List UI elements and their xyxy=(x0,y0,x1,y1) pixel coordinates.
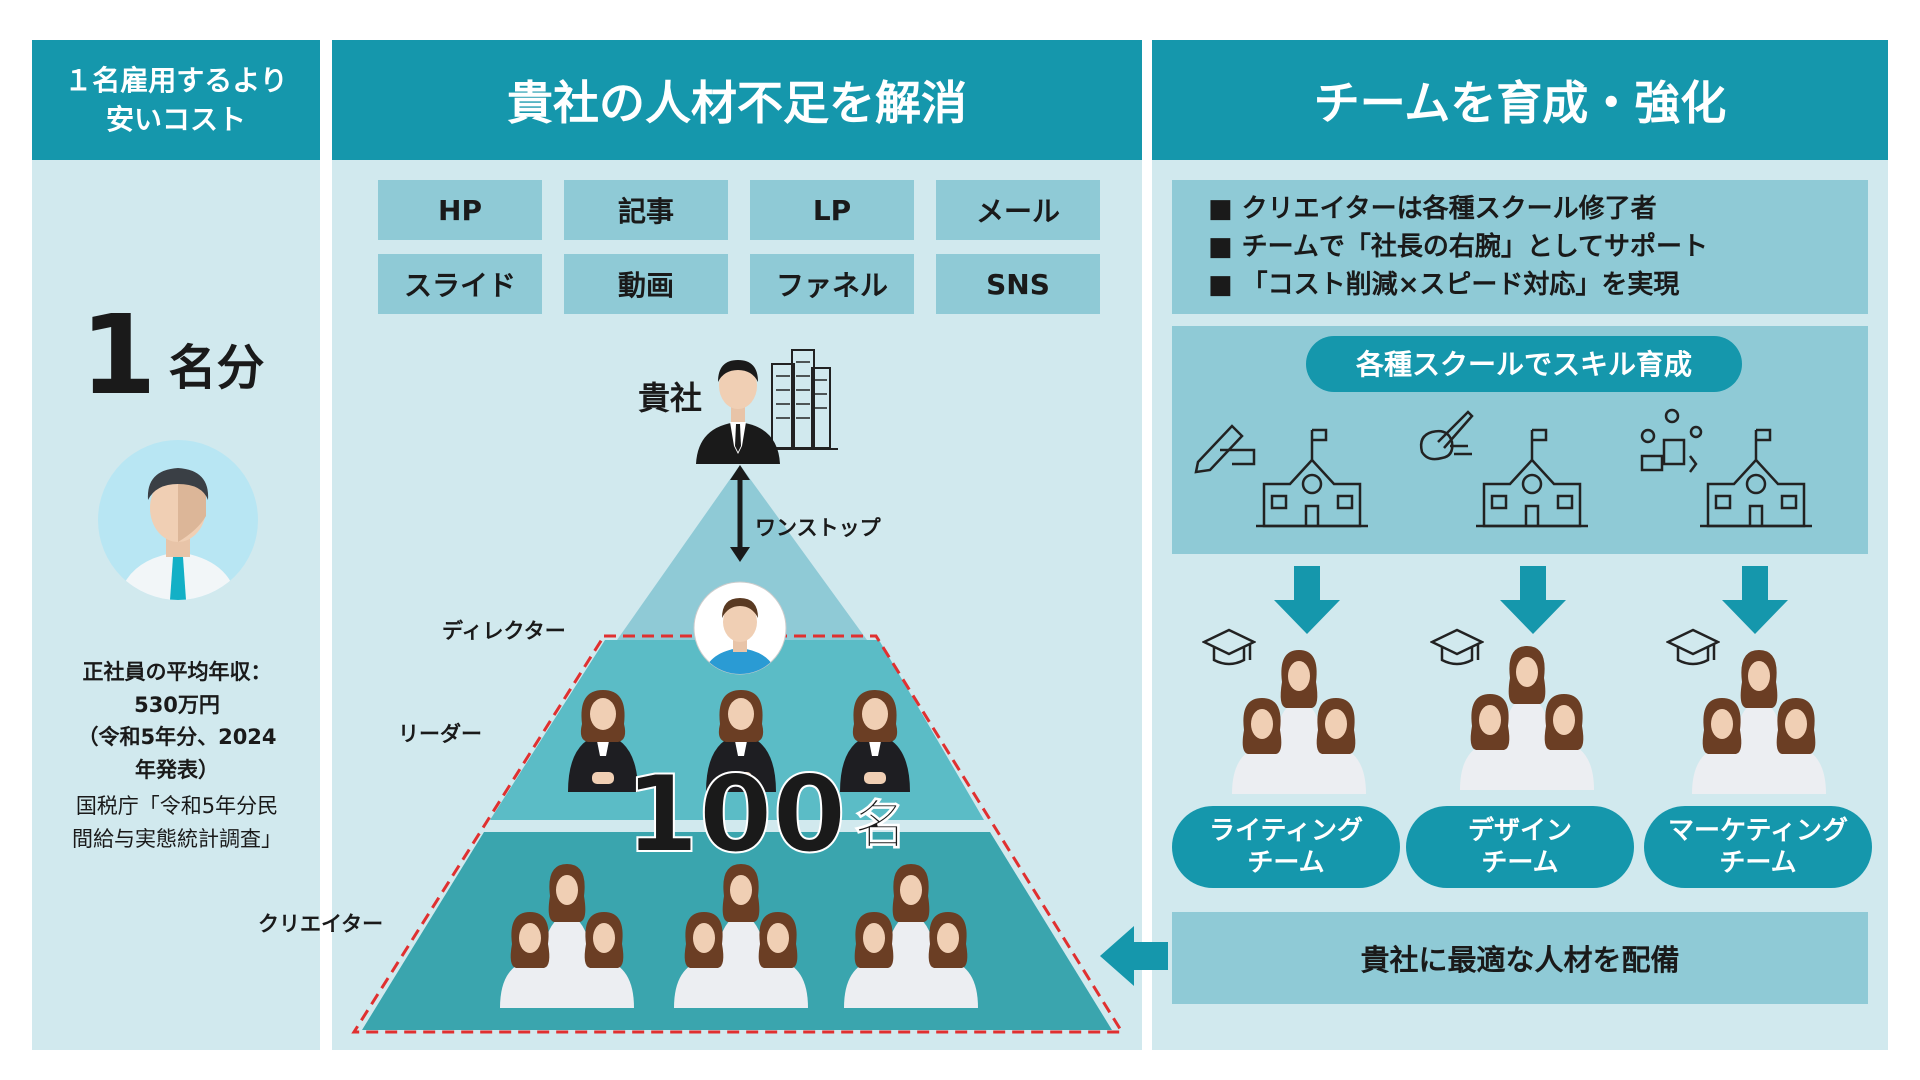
service-chip-funnel: ファネル xyxy=(750,254,914,314)
leader-person-2 xyxy=(706,690,776,792)
team-members-writing xyxy=(1232,650,1366,794)
leader-label: リーダー xyxy=(398,722,482,746)
service-chip-hp: HP xyxy=(378,180,542,240)
director-label: ディレクター xyxy=(442,619,566,643)
one-person-count: 1 名分 xyxy=(80,290,300,410)
deploy-box: 貴社に最適な人材を配備 xyxy=(1172,912,1868,1004)
team-pill-marketing: マーケティング チーム xyxy=(1644,806,1872,888)
director-avatar xyxy=(693,581,787,675)
salary-note: 正社員の平均年収： 530万円 （令和5年分、2024 年発表） xyxy=(77,660,277,782)
creator-group-2 xyxy=(674,864,808,1008)
service-chip-video: 動画 xyxy=(564,254,728,314)
employee-avatar xyxy=(98,440,258,600)
team-members-design xyxy=(1460,646,1594,790)
two-way-arrow-icon xyxy=(730,465,750,562)
leader-person-1 xyxy=(568,690,638,792)
team-pill-design: デザイン チーム xyxy=(1406,806,1634,888)
design-school-icon xyxy=(1419,410,1588,528)
creator-group-3 xyxy=(844,864,978,1008)
graduation-cap-icon xyxy=(1202,628,1256,666)
leader-person-3 xyxy=(840,690,910,792)
marketing-school-icon xyxy=(1640,408,1812,528)
service-grid: HP 記事 LP メール スライド 動画 ファネル SNS xyxy=(378,180,1100,316)
team-members-marketing xyxy=(1692,650,1826,794)
feature-item: ■ クリエイターは各種スクール修了者 xyxy=(1208,194,1657,224)
creator-label: クリエイター xyxy=(258,912,384,936)
left-header: １名雇用するより 安いコスト xyxy=(32,40,320,160)
company-label: 貴社 xyxy=(638,379,703,417)
feature-item: ■ チームで「社長の右腕」としてサポート xyxy=(1208,232,1709,262)
service-chip-article: 記事 xyxy=(564,180,728,240)
big-number: 1 xyxy=(80,291,157,419)
features-box: ■ クリエイターは各種スクール修了者 ■ チームで「社長の右腕」としてサポート … xyxy=(1172,180,1868,314)
count-number: 100 xyxy=(624,753,847,876)
service-chip-lp: LP xyxy=(750,180,914,240)
ceo-building-icon xyxy=(696,349,838,464)
graduation-cap-icon xyxy=(1430,628,1484,666)
arrow-left-icon xyxy=(1100,926,1168,986)
creator-count: 100 名 xyxy=(624,753,907,876)
service-chip-slide: スライド xyxy=(378,254,542,314)
writing-school-icon xyxy=(1194,424,1368,528)
creator-group-1 xyxy=(500,864,634,1008)
team-pill-writing: ライティング チーム xyxy=(1172,806,1400,888)
arrow-down-icon xyxy=(1500,566,1566,634)
count-unit: 名 xyxy=(854,796,907,857)
big-unit: 名分 xyxy=(168,340,265,396)
service-chip-mail: メール xyxy=(936,180,1100,240)
arrow-down-icon xyxy=(1722,566,1788,634)
service-chip-sns: SNS xyxy=(936,254,1100,314)
center-header: 貴社の人材不足を解消 xyxy=(332,40,1142,160)
feature-item: ■ 「コスト削減×スピード対応」を実現 xyxy=(1208,270,1680,300)
school-title-pill: 各種スクールでスキル育成 xyxy=(1306,336,1742,392)
salary-source: 国税庁「令和5年分民 間給与実態統計調査」 xyxy=(72,794,282,851)
onestop-label: ワンストップ xyxy=(755,516,881,540)
right-header: チームを育成・強化 xyxy=(1152,40,1888,160)
businessman-icon xyxy=(98,440,258,600)
graduation-cap-icon xyxy=(1666,628,1720,666)
arrow-down-icon xyxy=(1274,566,1340,634)
